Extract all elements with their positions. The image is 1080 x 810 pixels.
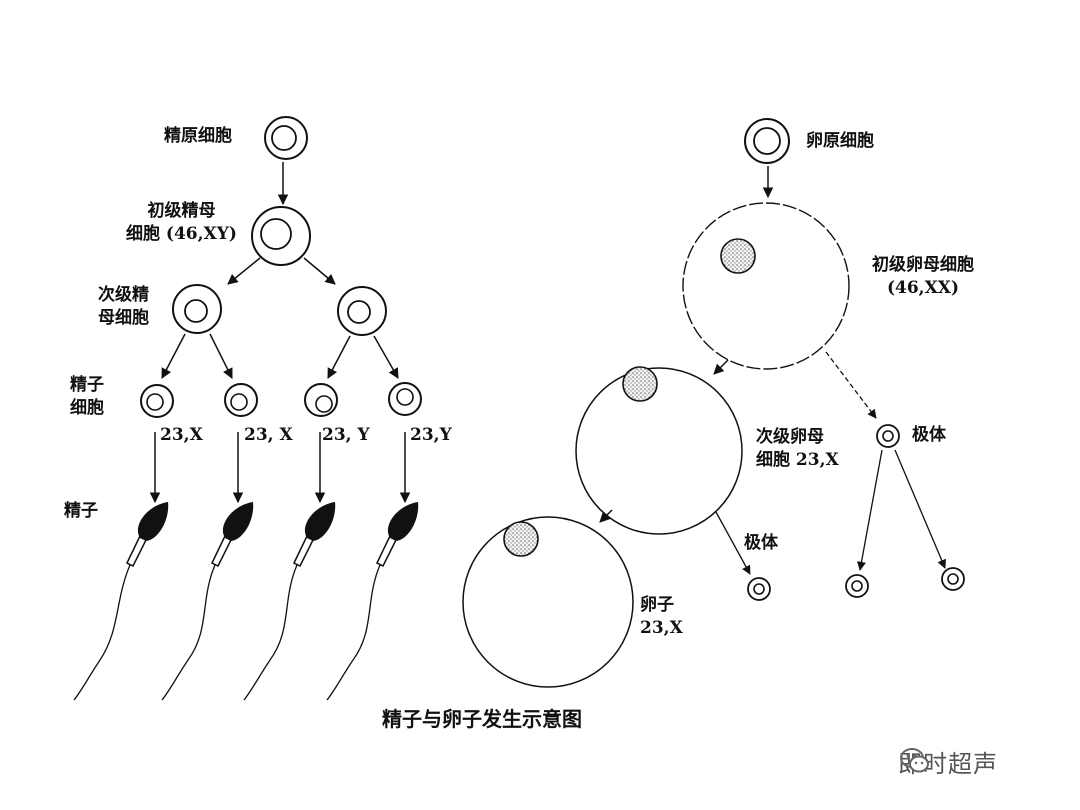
sperm-cell-1 — [73, 502, 169, 701]
diagram-title: 精子与卵子发生示意图 — [382, 707, 582, 731]
label-primary-spermatocyte: 初级精母 细胞 (46,XY) — [126, 201, 237, 244]
label-spermatogonium: 精原细胞 — [164, 126, 232, 146]
label-spermatid: 精子 细胞 — [70, 375, 104, 418]
label-spermatid-3-karyotype: 23, Y — [322, 425, 370, 445]
arrow-polar-body-division-left — [857, 449, 883, 571]
label-secondary-spermatocyte: 次级精 母细胞 — [98, 285, 149, 328]
arrow-primary-to-secondary-right — [303, 257, 336, 285]
oogonium-cell — [744, 118, 790, 164]
arrow-secondary-to-spermatid-4 — [373, 335, 399, 379]
first-polar-body-cell — [876, 424, 900, 448]
arrow-secondary-to-spermatid-2 — [209, 333, 233, 379]
spermatid-cell-1 — [140, 384, 174, 418]
label-spermatid-4-karyotype: 23,Y — [410, 425, 452, 445]
arrow-primary-to-secondary-oocyte — [713, 359, 729, 375]
ovum-cell — [462, 516, 634, 688]
arrow-secondary-to-ovum — [599, 509, 613, 523]
label-sperm: 精子 — [64, 501, 98, 521]
label-first-polar-body: 极体 — [912, 425, 946, 445]
primary-oocyte-cell — [682, 202, 850, 370]
label-ovum: 卵子 23,X — [640, 595, 683, 638]
spermatogonium-cell — [264, 116, 308, 160]
polar-body-cell-left — [845, 574, 869, 598]
watermark: 即时超声 — [898, 744, 998, 779]
sperm-cell-4 — [326, 502, 419, 701]
secondary-oocyte-cell — [575, 366, 743, 535]
wechat-icon — [900, 748, 929, 773]
label-primary-oocyte: 初级卵母细胞 (46,XX) — [872, 255, 974, 298]
arrow-primary-to-polar-body-1 — [825, 351, 877, 419]
arrow-secondary-to-polar-body-2 — [715, 511, 751, 575]
sperm-cell-3 — [243, 502, 336, 701]
spermatid-cell-2 — [224, 383, 258, 417]
polar-body-cell-right — [941, 567, 965, 591]
label-spermatid-2-karyotype: 23, X — [244, 425, 293, 445]
arrow-polar-body-division-right — [894, 449, 946, 569]
label-spermatid-1-karyotype: 23,X — [160, 425, 203, 445]
spermatid-cell-3 — [304, 383, 338, 417]
sperm-cell-2 — [161, 502, 254, 701]
primary-spermatocyte-cell — [251, 206, 311, 266]
arrow-secondary-to-spermatid-1 — [161, 333, 186, 379]
second-polar-body-cell — [747, 577, 771, 601]
label-secondary-oocyte: 次级卵母 细胞 23,X — [756, 427, 839, 470]
secondary-spermatocyte-cell-left — [172, 284, 222, 334]
arrow-primary-to-secondary-left — [227, 257, 261, 285]
label-oogonium: 卵原细胞 — [806, 131, 874, 151]
label-second-polar-body: 极体 — [744, 533, 778, 553]
secondary-spermatocyte-cell-right — [337, 286, 387, 336]
spermatid-cell-4 — [388, 382, 422, 416]
arrow-secondary-to-spermatid-3 — [327, 335, 351, 379]
